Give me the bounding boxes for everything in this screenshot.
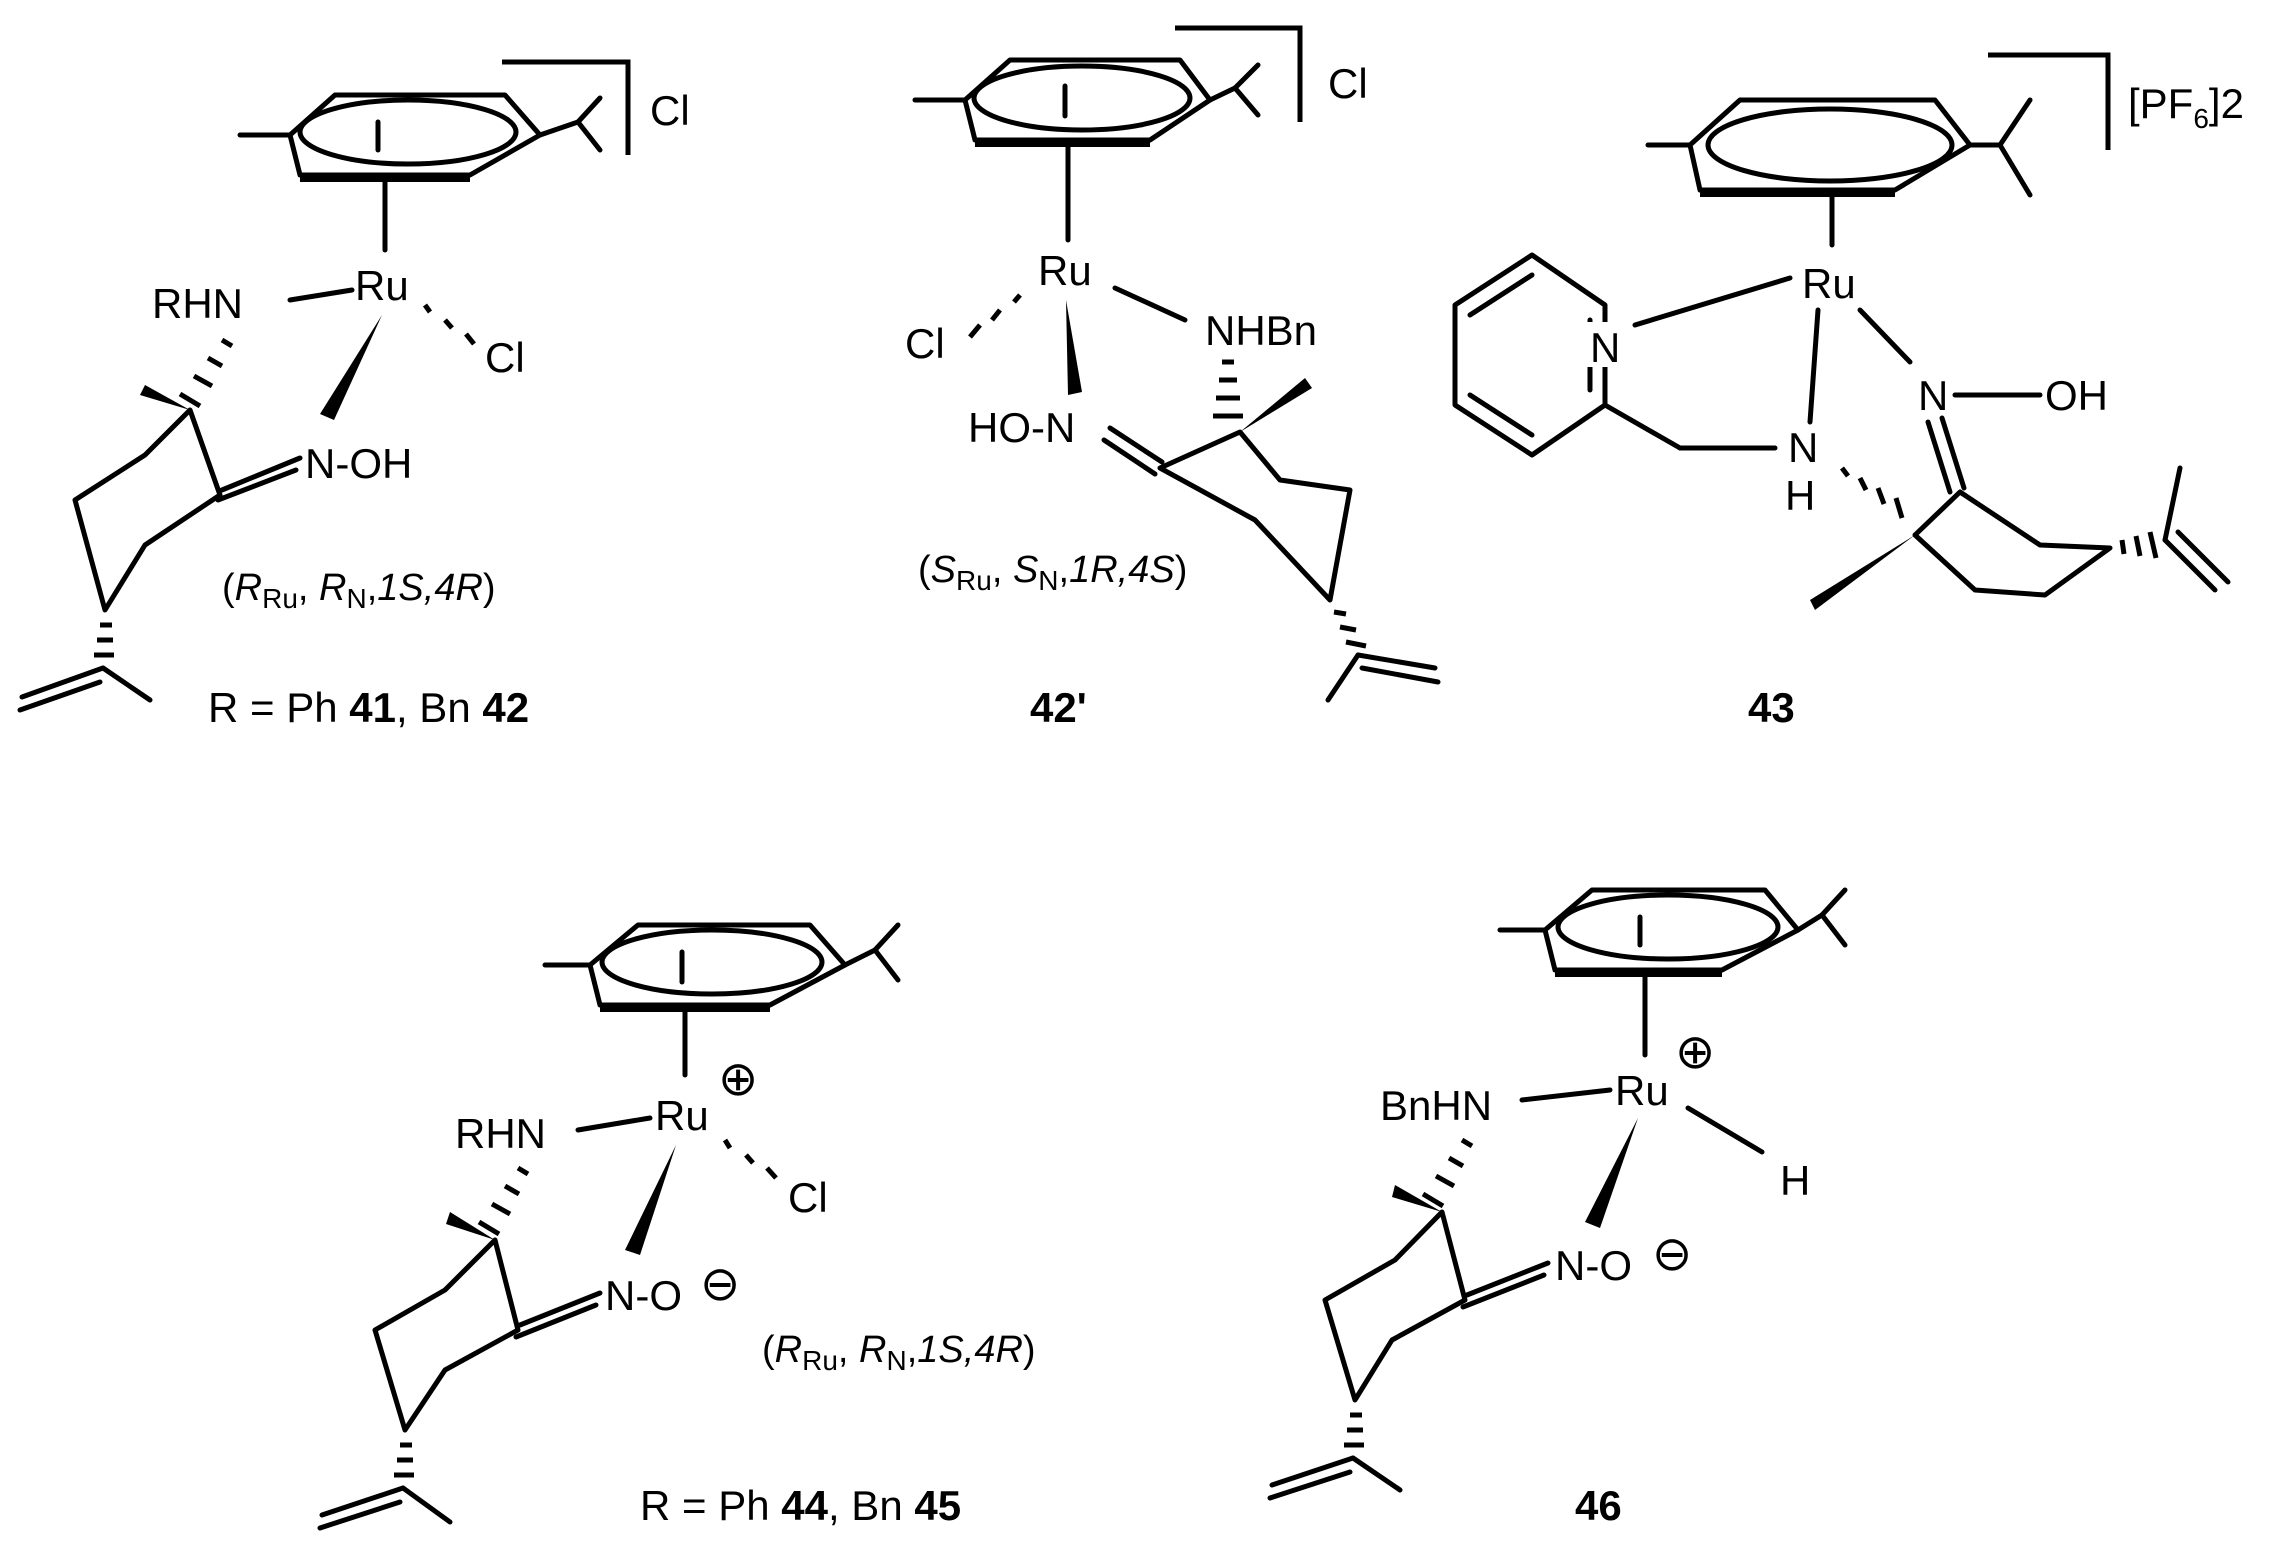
hashed-bond	[178, 337, 234, 409]
compound-label: R = Ph 44, Bn 45	[640, 1482, 961, 1529]
hydride-ligand: H	[1780, 1157, 1810, 1204]
pyridine-nitrogen: N	[1590, 324, 1620, 371]
cyclohexane-ring	[372, 1237, 521, 1433]
hashed-bond	[422, 303, 476, 346]
compound-43: [PF6]2 Ru N N H N OH	[1452, 52, 2244, 731]
counterion: Cl	[1328, 60, 1368, 107]
arene-ring	[1497, 887, 1848, 977]
wedge-bond	[1585, 1118, 1638, 1228]
ruthenium-atom: Ru	[655, 1092, 709, 1139]
hashed-bond	[477, 1165, 530, 1237]
bracket	[1988, 52, 2111, 150]
amine-nitrogen: N	[1788, 424, 1818, 471]
amine-label: NHBn	[1205, 307, 1317, 354]
cyclohexane-ring	[1322, 1209, 1468, 1403]
compound-44-45: Ru ⊕ RHN Cl N-O ⊖ (RRu,	[317, 922, 1036, 1531]
hashed-bond	[394, 1442, 414, 1478]
ruthenium-atom: Ru	[1802, 260, 1856, 307]
arene-ring	[237, 92, 603, 182]
pyridine-ring	[1452, 252, 1608, 458]
chloride-ligand: Cl	[788, 1174, 828, 1221]
wedge-bond	[625, 1145, 676, 1255]
ruthenium-atom: Ru	[1038, 247, 1092, 294]
oxime-hydroxyl: OH	[2045, 372, 2108, 419]
charge-minus: ⊖	[1652, 1228, 1692, 1281]
oxime-label: HO-N	[968, 404, 1075, 451]
arene-ring	[1645, 97, 2033, 198]
bracket	[1175, 25, 1303, 122]
amine-label: BnHN	[1380, 1082, 1492, 1129]
wedge-bond	[1066, 300, 1082, 395]
hashed-bond	[1344, 1412, 1364, 1448]
hashed-bond	[1421, 1137, 1474, 1209]
stereo-descriptor: (SRu, SN,1R,4S)	[918, 549, 1187, 596]
oxime-nitrogen: N	[1918, 372, 1948, 419]
hashed-bond	[722, 1138, 778, 1180]
amine-hydrogen: H	[1785, 472, 1815, 519]
hashed-bond	[1840, 466, 1905, 519]
amine-label: RHN	[152, 280, 243, 327]
bracket	[502, 59, 631, 155]
arene-ring	[542, 922, 901, 1012]
wedge-bond	[320, 315, 382, 420]
charge-minus: ⊖	[700, 1258, 740, 1311]
counterion: [PF6]2	[2128, 80, 2244, 134]
chloride-ligand: Cl	[905, 320, 945, 367]
stereo-descriptor: (RRu, RN,1S,4R)	[762, 1329, 1036, 1376]
cyclohexane-ring	[1157, 429, 1353, 603]
hashed-bond	[1213, 359, 1243, 419]
cyclohexane-ring	[1912, 489, 2113, 598]
charge-plus: ⊕	[1675, 1026, 1715, 1079]
hashed-bond	[1333, 609, 1367, 649]
compound-label: 42'	[1030, 684, 1087, 731]
compound-label: 43	[1748, 684, 1795, 731]
compound-label: R = Ph 41, Bn 42	[208, 684, 529, 731]
oxime-label: N-O	[1555, 1242, 1632, 1289]
ruthenium-atom: Ru	[1615, 1067, 1669, 1114]
hashed-bond	[2119, 531, 2159, 559]
ruthenium-atom: Ru	[355, 262, 409, 309]
charge-plus: ⊕	[718, 1053, 758, 1106]
arene-ring	[912, 57, 1261, 147]
oxime-label: N-O	[605, 1272, 682, 1319]
chloride-ligand: Cl	[485, 334, 525, 381]
hashed-bond	[968, 293, 1022, 339]
cyclohexane-ring	[72, 407, 223, 613]
hashed-bond	[94, 622, 114, 658]
compound-label: 46	[1575, 1482, 1622, 1529]
amine-label: RHN	[455, 1110, 546, 1157]
compound-41-42: Cl Ru RHN Cl N-OH	[17, 59, 690, 731]
stereo-descriptor: (RRu, RN,1S,4R)	[222, 567, 496, 614]
compound-42-prime: Cl Ru NHBn Cl HO-N	[905, 25, 1441, 731]
label-background	[1585, 322, 1633, 367]
counterion: Cl	[650, 87, 690, 134]
compound-46: Ru ⊕ BnHN H N-O ⊖ 46	[1267, 887, 1848, 1529]
oxime-label: N-OH	[305, 440, 412, 487]
